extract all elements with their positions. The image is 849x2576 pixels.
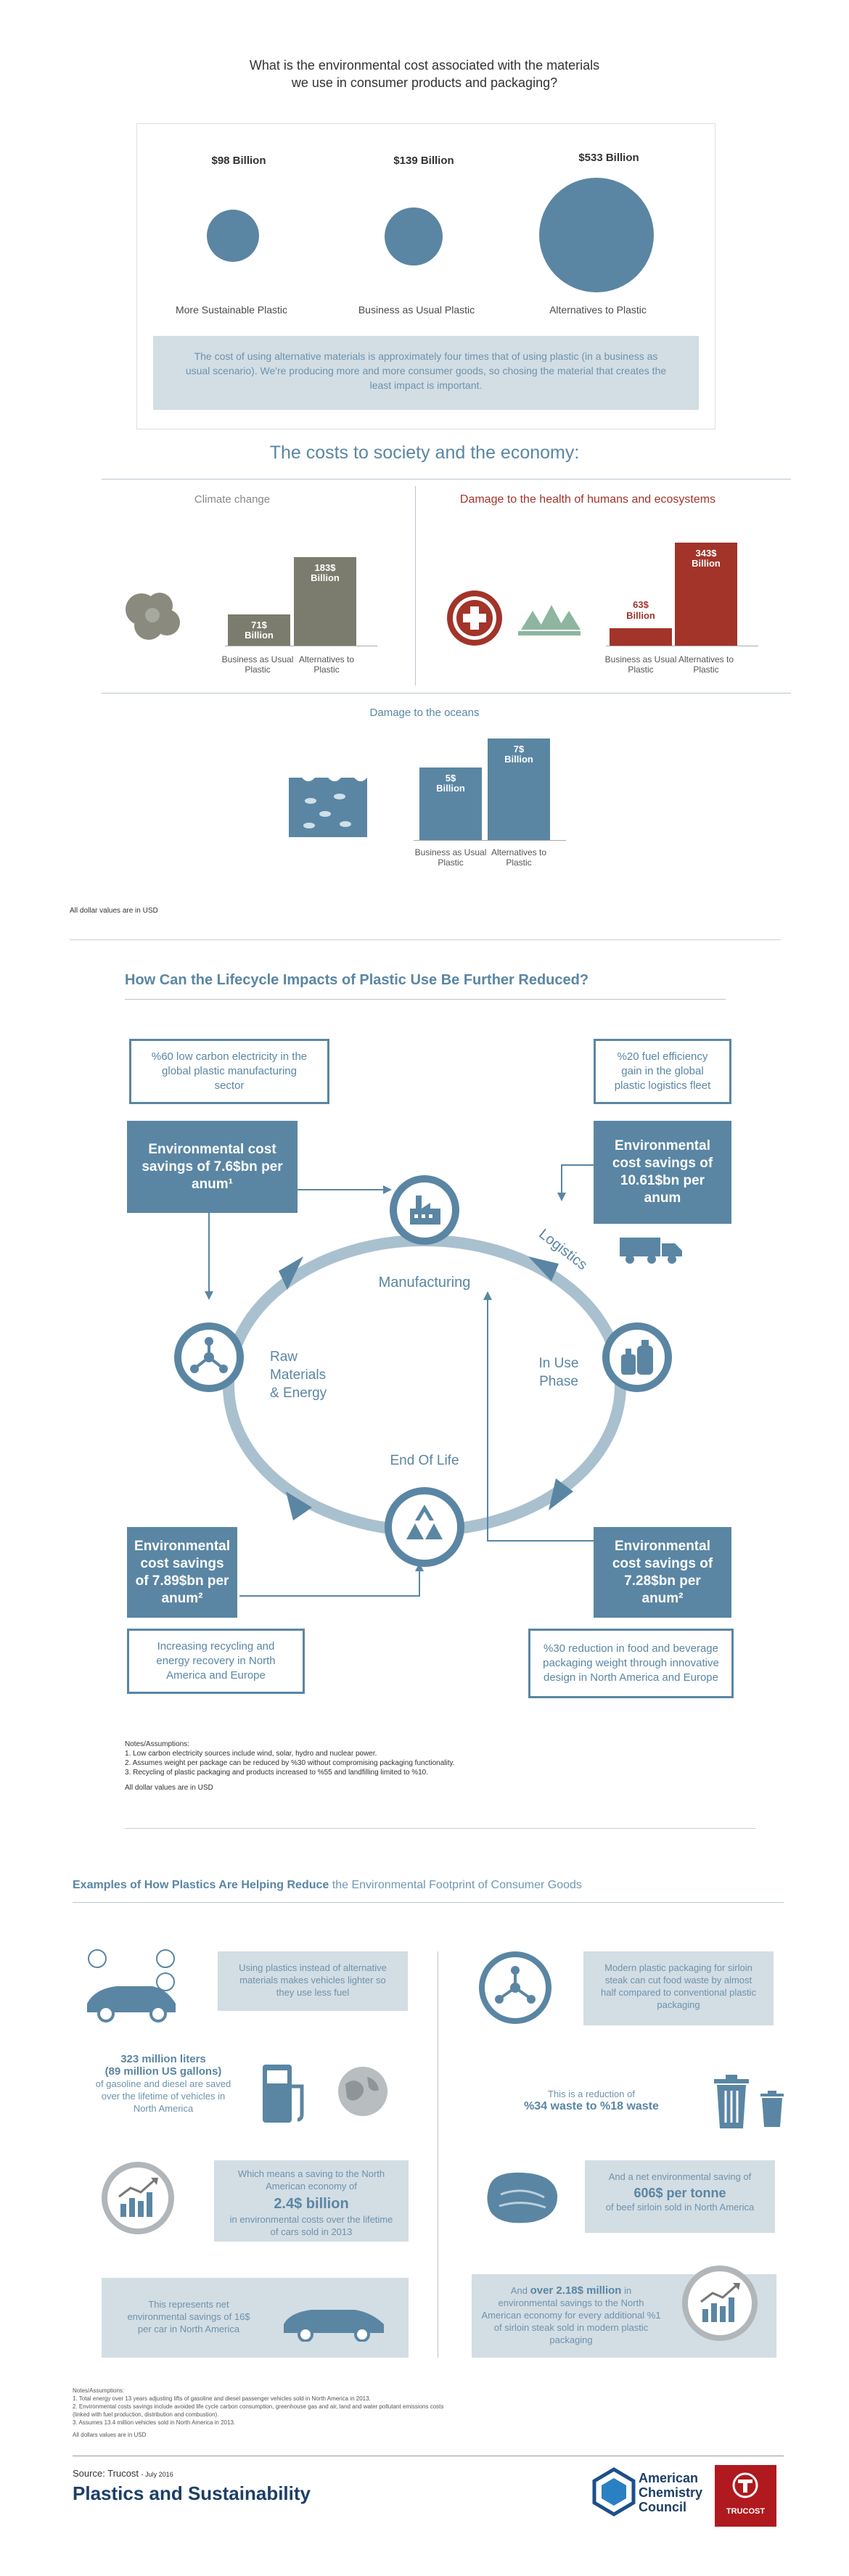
growth-chart-icon bbox=[682, 2266, 758, 2341]
bar-label: Alternatives to Plastic bbox=[678, 654, 734, 675]
bar-label: Alternatives to Plastic bbox=[298, 654, 355, 675]
divider bbox=[125, 999, 726, 1000]
ocean-bar-bau: 5$Billion bbox=[419, 768, 482, 840]
bar-label: Business as Usual Plastic bbox=[414, 847, 487, 868]
end-of-life-label: End Of Life bbox=[390, 1453, 459, 1468]
savings-end-of-life: Environmental cost savings of 7.89$bn pe… bbox=[127, 1527, 237, 1618]
modern-packaging-box: And over 2.18$ million in environmental … bbox=[472, 2266, 776, 2358]
waste-reduction-text: This is a reduction of %34 waste to %18 … bbox=[524, 2089, 659, 2112]
climate-bar-bau: 71$Billion bbox=[228, 614, 290, 646]
acc-logo-icon bbox=[592, 2467, 636, 2517]
divider bbox=[70, 939, 781, 940]
lifecycle-notes: Notes/Assumptions: 1. Low carbon electri… bbox=[125, 1740, 455, 1792]
cost-circle-large bbox=[539, 178, 654, 292]
circle-comparison-panel: $98 Billion $139 Billion $533 Billion Mo… bbox=[136, 123, 715, 429]
savings-in-use: Environmental cost savings of 7.28$bn pe… bbox=[594, 1527, 731, 1618]
society-title: The costs to society and the economy: bbox=[269, 443, 580, 463]
raw-materials-label: Raw Materials & Energy bbox=[270, 1349, 327, 1401]
growth-chart-icon bbox=[102, 2162, 174, 2234]
health-bar-alt: 343$Billion bbox=[675, 543, 737, 646]
summary-box: The cost of using alternative materials … bbox=[153, 336, 699, 410]
health-cross-icon bbox=[447, 590, 502, 646]
manufacturing-label: Manufacturing bbox=[378, 1275, 471, 1291]
circle-label: More Sustainable Plastic bbox=[175, 304, 288, 316]
car-icon bbox=[284, 2310, 384, 2342]
bar-label: Alternatives to Plastic bbox=[491, 847, 547, 868]
baseline bbox=[414, 840, 566, 841]
trees-icon bbox=[518, 605, 581, 635]
fuel-pump-icon bbox=[263, 2065, 304, 2123]
climate-title: Climate change bbox=[194, 493, 271, 506]
fuel-efficiency-box: %20 fuel efficiency gain in the global p… bbox=[594, 1039, 731, 1104]
per-car-box: This represents net environmental saving… bbox=[102, 2278, 409, 2358]
usd-note: All dollar values are in USD bbox=[70, 907, 158, 915]
circle-value: $139 Billion bbox=[393, 155, 454, 167]
in-use-label: In Use Phase bbox=[538, 1356, 579, 1389]
savings-manufacturing: Environmental cost savings of 7.6$bn per… bbox=[127, 1121, 298, 1213]
lifecycle-title: How Can the Lifecycle Impacts of Plastic… bbox=[125, 972, 589, 988]
top-question: What is the environmental cost associate… bbox=[249, 58, 600, 90]
economy-saving-box: Which means a saving to the North Americ… bbox=[214, 2160, 409, 2242]
bar-label: Business as Usual Plastic bbox=[604, 654, 677, 675]
truck-icon bbox=[620, 1238, 682, 1264]
footer-title: Plastics and Sustainability bbox=[73, 2482, 311, 2504]
cost-circle-medium bbox=[385, 207, 443, 266]
divider bbox=[125, 1828, 756, 1829]
factory-icon bbox=[390, 1175, 459, 1245]
divider bbox=[102, 693, 791, 694]
steak-icon bbox=[487, 2172, 558, 2223]
circle-label: Alternatives to Plastic bbox=[549, 304, 647, 316]
divider bbox=[102, 479, 791, 480]
ocean-fish-icon bbox=[289, 774, 367, 837]
health-title: Damage to the health of humans and ecosy… bbox=[459, 493, 716, 506]
trash-can-icon bbox=[714, 2075, 749, 2128]
molecule-icon bbox=[174, 1322, 244, 1392]
source-line: Source: Trucost - July 2016 bbox=[73, 2468, 173, 2479]
acc-logo-text: American Chemistry Council bbox=[639, 2471, 703, 2514]
vehicle-fuel-box: Using plastics instead of alternative ma… bbox=[218, 1951, 408, 2011]
examples-title: Examples of How Plastics Are Helping Red… bbox=[73, 1879, 582, 1891]
molecule-icon bbox=[479, 1951, 551, 2024]
circle-label: Business as Usual Plastic bbox=[358, 304, 475, 316]
recycle-icon bbox=[385, 1487, 464, 1567]
recycling-box: Increasing recycling and energy recovery… bbox=[127, 1629, 305, 1694]
trucost-logo: TRUCOST bbox=[715, 2465, 776, 2527]
ocean-bar-alt: 7$Billion bbox=[488, 738, 550, 840]
liters-saved-text: 323 million liters (89 million US gallon… bbox=[95, 2053, 231, 2114]
bottles-icon bbox=[602, 1322, 672, 1392]
oceans-title: Damage to the oceans bbox=[369, 707, 480, 719]
bar-label: Business as Usual Plastic bbox=[221, 654, 294, 675]
climate-bar-alt: 183$Billion bbox=[294, 557, 356, 646]
trash-can-small-icon bbox=[760, 2091, 784, 2127]
sirloin-saving-box: And a net environmental saving of 606$ p… bbox=[585, 2160, 775, 2233]
divider bbox=[415, 486, 416, 686]
car-molecules-icon bbox=[87, 1949, 176, 2022]
divider bbox=[73, 1902, 784, 1903]
globe-icon bbox=[338, 2067, 387, 2116]
cost-circle-small bbox=[207, 210, 259, 262]
packaging-reduction-box: %30 reduction in food and beverage packa… bbox=[528, 1629, 734, 1698]
health-bar-bau-label: 63$Billion bbox=[626, 599, 655, 621]
steak-packaging-box: Modern plastic packaging for sirloin ste… bbox=[583, 1951, 774, 2025]
low-carbon-box: %60 low carbon electricity in the global… bbox=[129, 1039, 329, 1104]
cloud-icon bbox=[126, 593, 180, 640]
trucost-emblem-icon bbox=[732, 2472, 758, 2498]
health-bar-bau bbox=[610, 628, 672, 646]
circle-value: $533 Billion bbox=[578, 152, 639, 164]
circle-value: $98 Billion bbox=[211, 155, 266, 167]
examples-footnotes: Notes/Assumptions: 1. Total energy over … bbox=[73, 2387, 444, 2438]
savings-logistics: Environmental cost savings of 10.61$bn p… bbox=[594, 1121, 731, 1224]
